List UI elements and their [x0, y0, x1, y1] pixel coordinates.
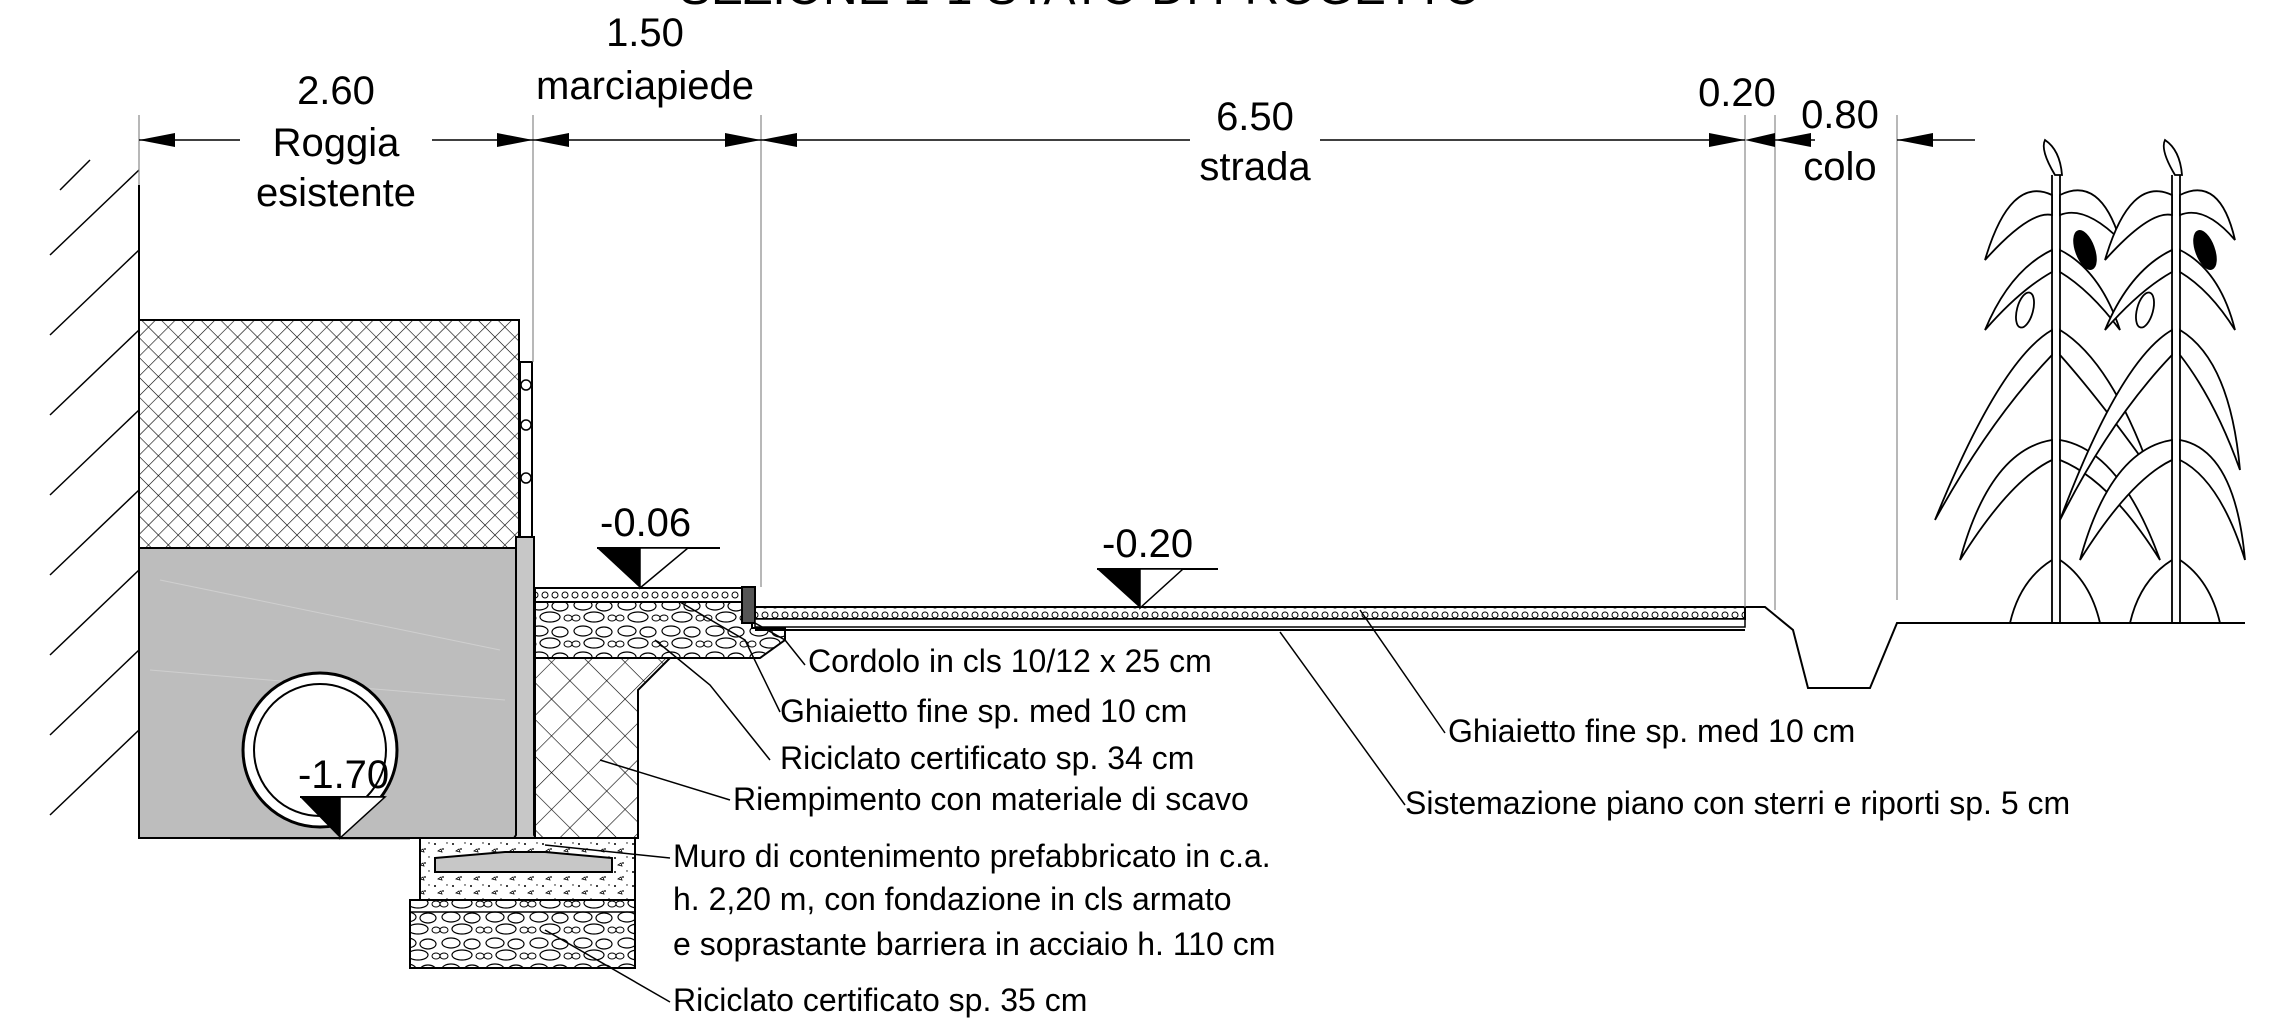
dimension-strada-label: strada	[1199, 145, 1311, 189]
dimension-colo-value: 0.80	[1801, 93, 1879, 137]
dimension-strada-value: 6.50	[1216, 95, 1294, 139]
retaining-wall	[409, 361, 636, 969]
dimension-roggia-label-2: esistente	[256, 171, 416, 215]
note-muro-line-2: h. 2,20 m, con fondazione in cls armato	[673, 881, 1232, 917]
elevation-marker-road: -0.20	[1097, 522, 1218, 610]
road	[754, 606, 1746, 631]
dimension-marciapiede-value: 1.50	[606, 11, 684, 55]
curb	[741, 586, 756, 624]
leader-lines	[544, 601, 1446, 1003]
corn-plant-left	[1934, 138, 2161, 624]
elevation-marker-sidewalk: -0.06	[597, 501, 720, 590]
road-subgrade-layer	[754, 618, 1746, 628]
note-riempimento: Riempimento con materiale di scavo	[733, 781, 1249, 817]
dimension-chain: 2.60 Roggia esistente 1.50 marciapiede 6…	[138, 11, 1975, 610]
existing-bank	[49, 159, 140, 838]
drawing-title: SEZIONE 1-1 STATO DI PROGETTO	[679, 0, 1481, 15]
note-cordolo: Cordolo in cls 10/12 x 25 cm	[808, 643, 1212, 679]
corn-plant-right	[2059, 138, 2246, 624]
note-ghiaietto-strada: Ghiaietto fine sp. med 10 cm	[1448, 713, 1855, 749]
annotations: Cordolo in cls 10/12 x 25 cm Ghiaietto f…	[673, 643, 2070, 1018]
note-ghiaietto-marciapiede: Ghiaietto fine sp. med 10 cm	[780, 693, 1187, 729]
dimension-roggia-label-1: Roggia	[273, 121, 401, 165]
sidewalk	[534, 586, 786, 839]
note-riciclato-35: Riciclato certificato sp. 35 cm	[673, 982, 1087, 1018]
road-gravel-layer	[754, 606, 1746, 620]
dimension-marciapiede-label: marciapiede	[536, 64, 754, 108]
note-muro-line-3: e soprastante barriera in acciaio h. 110…	[673, 926, 1275, 962]
ditch-and-field	[1745, 606, 2245, 689]
note-riciclato-34: Riciclato certificato sp. 34 cm	[780, 740, 1194, 776]
sidewalk-gravel-layer	[534, 587, 753, 603]
dimension-roggia-value: 2.60	[297, 69, 375, 113]
corn-plants	[1934, 138, 2246, 624]
note-sistemazione: Sistemazione piano con sterri e riporti …	[1405, 785, 2070, 821]
elevation-road-label: -0.20	[1102, 522, 1193, 566]
channel-air-zone	[138, 319, 520, 549]
elevation-pipe-label: -1.70	[298, 753, 389, 797]
elevation-marker-pipe: -1.70	[298, 753, 389, 840]
dimension-0-20-value: 0.20	[1698, 71, 1776, 115]
elevation-sidewalk-label: -0.06	[600, 501, 691, 545]
riciclato-35-layer	[409, 899, 636, 969]
dimension-colo-label: colo	[1803, 145, 1876, 189]
excavation-fill	[534, 657, 673, 839]
roggia-channel	[138, 319, 520, 840]
note-muro-line-1: Muro di contenimento prefabbricato in c.…	[673, 838, 1271, 874]
